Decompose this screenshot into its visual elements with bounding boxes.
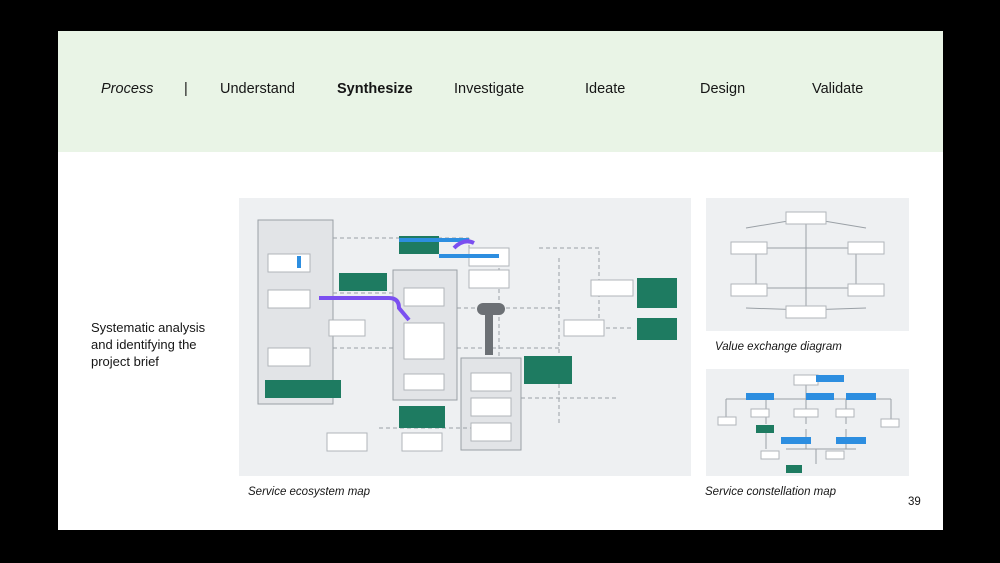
process-label: Process <box>101 81 154 97</box>
slide: Process | Understand Synthesize Investig… <box>58 31 943 530</box>
value-exchange-image <box>706 198 909 331</box>
step-understand: Understand <box>220 81 295 97</box>
step-investigate: Investigate <box>454 81 525 97</box>
step-design: Design <box>700 81 746 97</box>
page-number: 39 <box>908 496 921 508</box>
step-ideate: Ideate <box>585 81 626 97</box>
header-separator: | <box>184 81 188 97</box>
step-validate: Validate <box>812 81 864 97</box>
process-header: Process | Understand Synthesize Investig… <box>58 31 943 152</box>
ecosystem-map-graphic <box>257 219 677 452</box>
value-exchange-graphic <box>730 211 885 319</box>
constellation-map-image <box>706 369 909 476</box>
constellation-map-graphic <box>717 374 900 473</box>
ecosystem-map-image <box>239 198 691 476</box>
constellation-map-caption: Service constellation map <box>705 486 837 498</box>
step-synthesize: Synthesize <box>337 81 413 97</box>
value-exchange-caption: Value exchange diagram <box>715 341 842 353</box>
slide-description: Systematic analysis and identifying the … <box>91 320 206 369</box>
ecosystem-map-caption: Service ecosystem map <box>248 486 371 498</box>
